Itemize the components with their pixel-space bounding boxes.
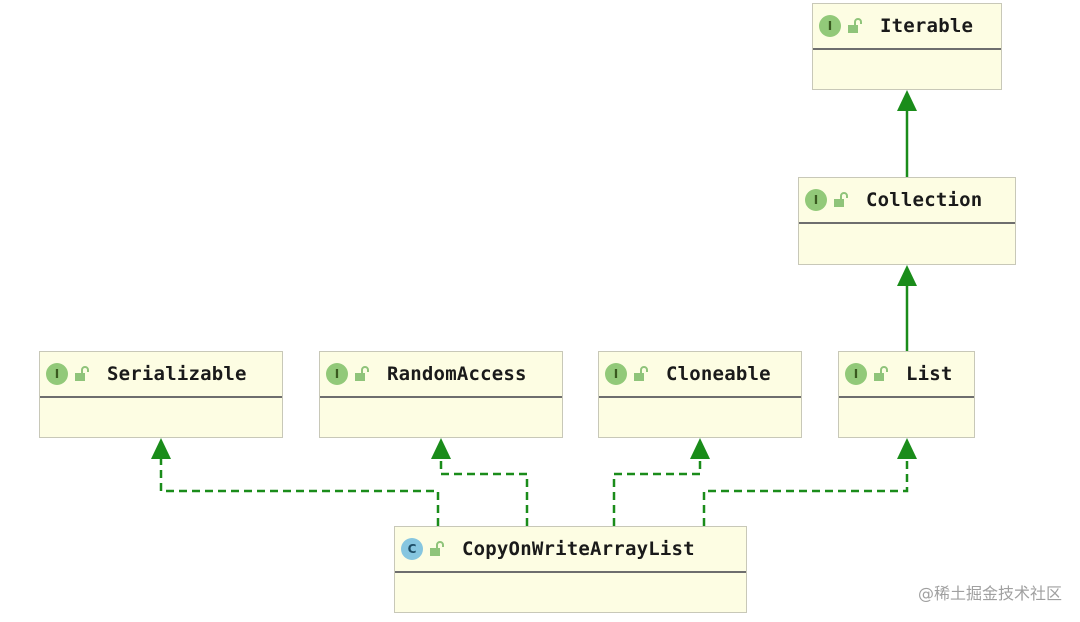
interface-icon: I [805,189,827,211]
unlock-icon [355,366,369,381]
unlock-icon [75,366,89,381]
node-name: Iterable [880,15,974,37]
node-serializable[interactable]: I Serializable [39,351,283,438]
node-iterable[interactable]: I Iterable [812,3,1002,90]
edge-collection-iterable [897,90,917,177]
interface-icon: I [326,363,348,385]
node-header: I List [839,352,974,398]
node-randomaccess[interactable]: I RandomAccess [319,351,563,438]
node-header: I Collection [799,178,1015,224]
unlock-icon [874,366,888,381]
node-header: C CopyOnWriteArrayList [395,527,746,573]
edge-cowal-list [702,438,917,526]
interface-icon: I [605,363,627,385]
edge-cowal-randomaccess [431,438,529,526]
node-header: I Cloneable [599,352,801,398]
node-collection[interactable]: I Collection [798,177,1016,265]
node-header: I RandomAccess [320,352,562,398]
interface-icon: I [845,363,867,385]
watermark: @稀土掘金技术社区 [917,584,1062,603]
edge-cowal-serializable [151,438,440,526]
unlock-icon [634,366,648,381]
node-name: RandomAccess [387,363,527,385]
node-header: I Serializable [40,352,282,398]
node-name: Collection [866,189,983,211]
unlock-icon [834,192,848,207]
interface-icon: I [46,363,68,385]
node-name: Serializable [107,363,247,385]
node-header: I Iterable [813,4,1001,50]
node-name: List [906,363,953,385]
edge-list-collection [897,265,917,351]
unlock-icon [430,541,444,556]
node-cloneable[interactable]: I Cloneable [598,351,802,438]
node-name: CopyOnWriteArrayList [462,538,695,560]
node-list[interactable]: I List [838,351,975,438]
node-copyonwritearraylist[interactable]: C CopyOnWriteArrayList [394,526,747,613]
unlock-icon [848,18,862,33]
interface-icon: I [819,15,841,37]
node-name: Cloneable [666,363,771,385]
class-icon: C [401,538,423,560]
edge-cowal-cloneable [612,438,710,526]
